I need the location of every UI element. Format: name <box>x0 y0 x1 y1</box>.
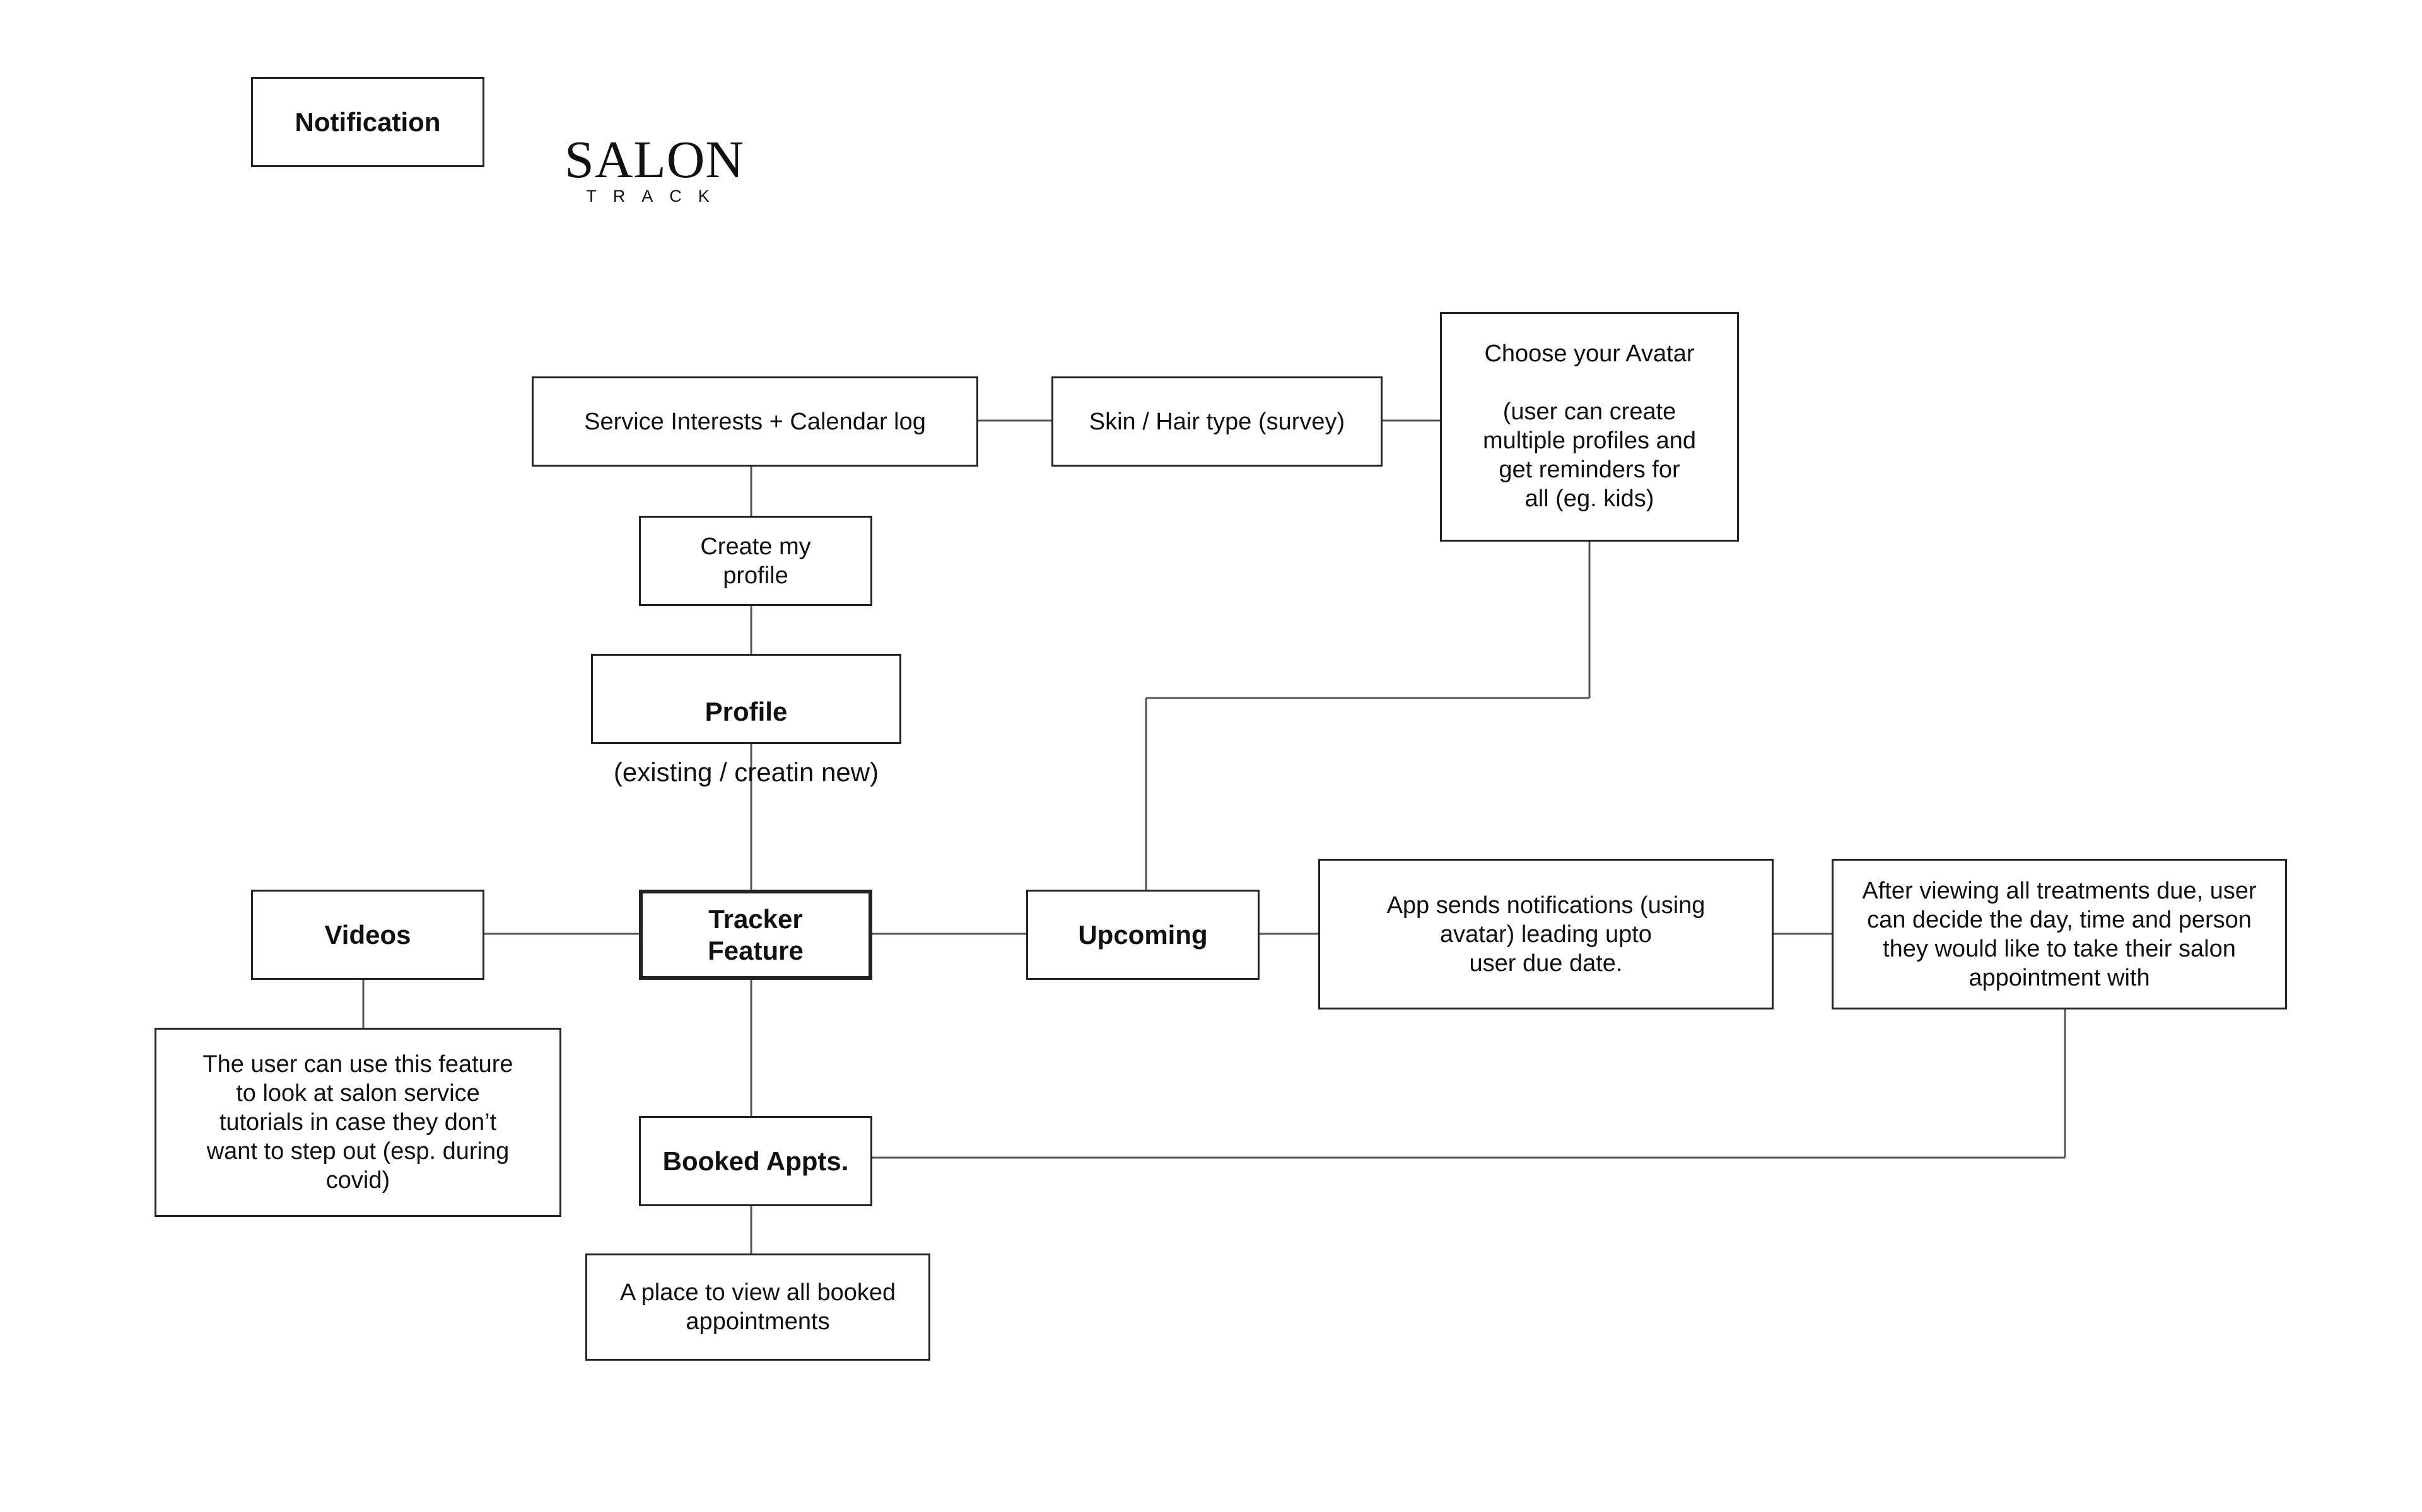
skin-hair-box: Skin / Hair type (survey) <box>1051 376 1383 467</box>
booked-appts-box: Booked Appts. <box>639 1116 872 1206</box>
tracker-feature-box: Tracker Feature <box>639 890 872 980</box>
profile-box: Profile (existing / creatin new) <box>591 654 901 787</box>
after-viewing-box: After viewing all treatments due, user c… <box>1832 859 2287 1009</box>
profile-title: Profile <box>705 697 788 726</box>
videos-box: Videos <box>251 890 484 980</box>
profile-subtitle: (existing / creatin new) <box>613 757 879 787</box>
notifications-box: App sends notifications (using avatar) l… <box>1318 859 1774 1009</box>
booked-description-box: A place to view all booked appointments <box>585 1253 930 1361</box>
videos-description-box: The user can use this feature to look at… <box>155 1028 561 1217</box>
logo-sub-text: TRACK <box>586 187 726 206</box>
salon-track-logo: SALON TRACK <box>565 131 745 206</box>
notification-box: Notification <box>251 77 484 167</box>
upcoming-box: Upcoming <box>1026 890 1260 980</box>
service-interests-box: Service Interests + Calendar log <box>532 376 978 467</box>
create-profile-box: Create my profile <box>639 516 872 606</box>
choose-avatar-box: Choose your Avatar (user can create mult… <box>1440 312 1739 542</box>
logo-main-text: SALON <box>565 131 745 189</box>
